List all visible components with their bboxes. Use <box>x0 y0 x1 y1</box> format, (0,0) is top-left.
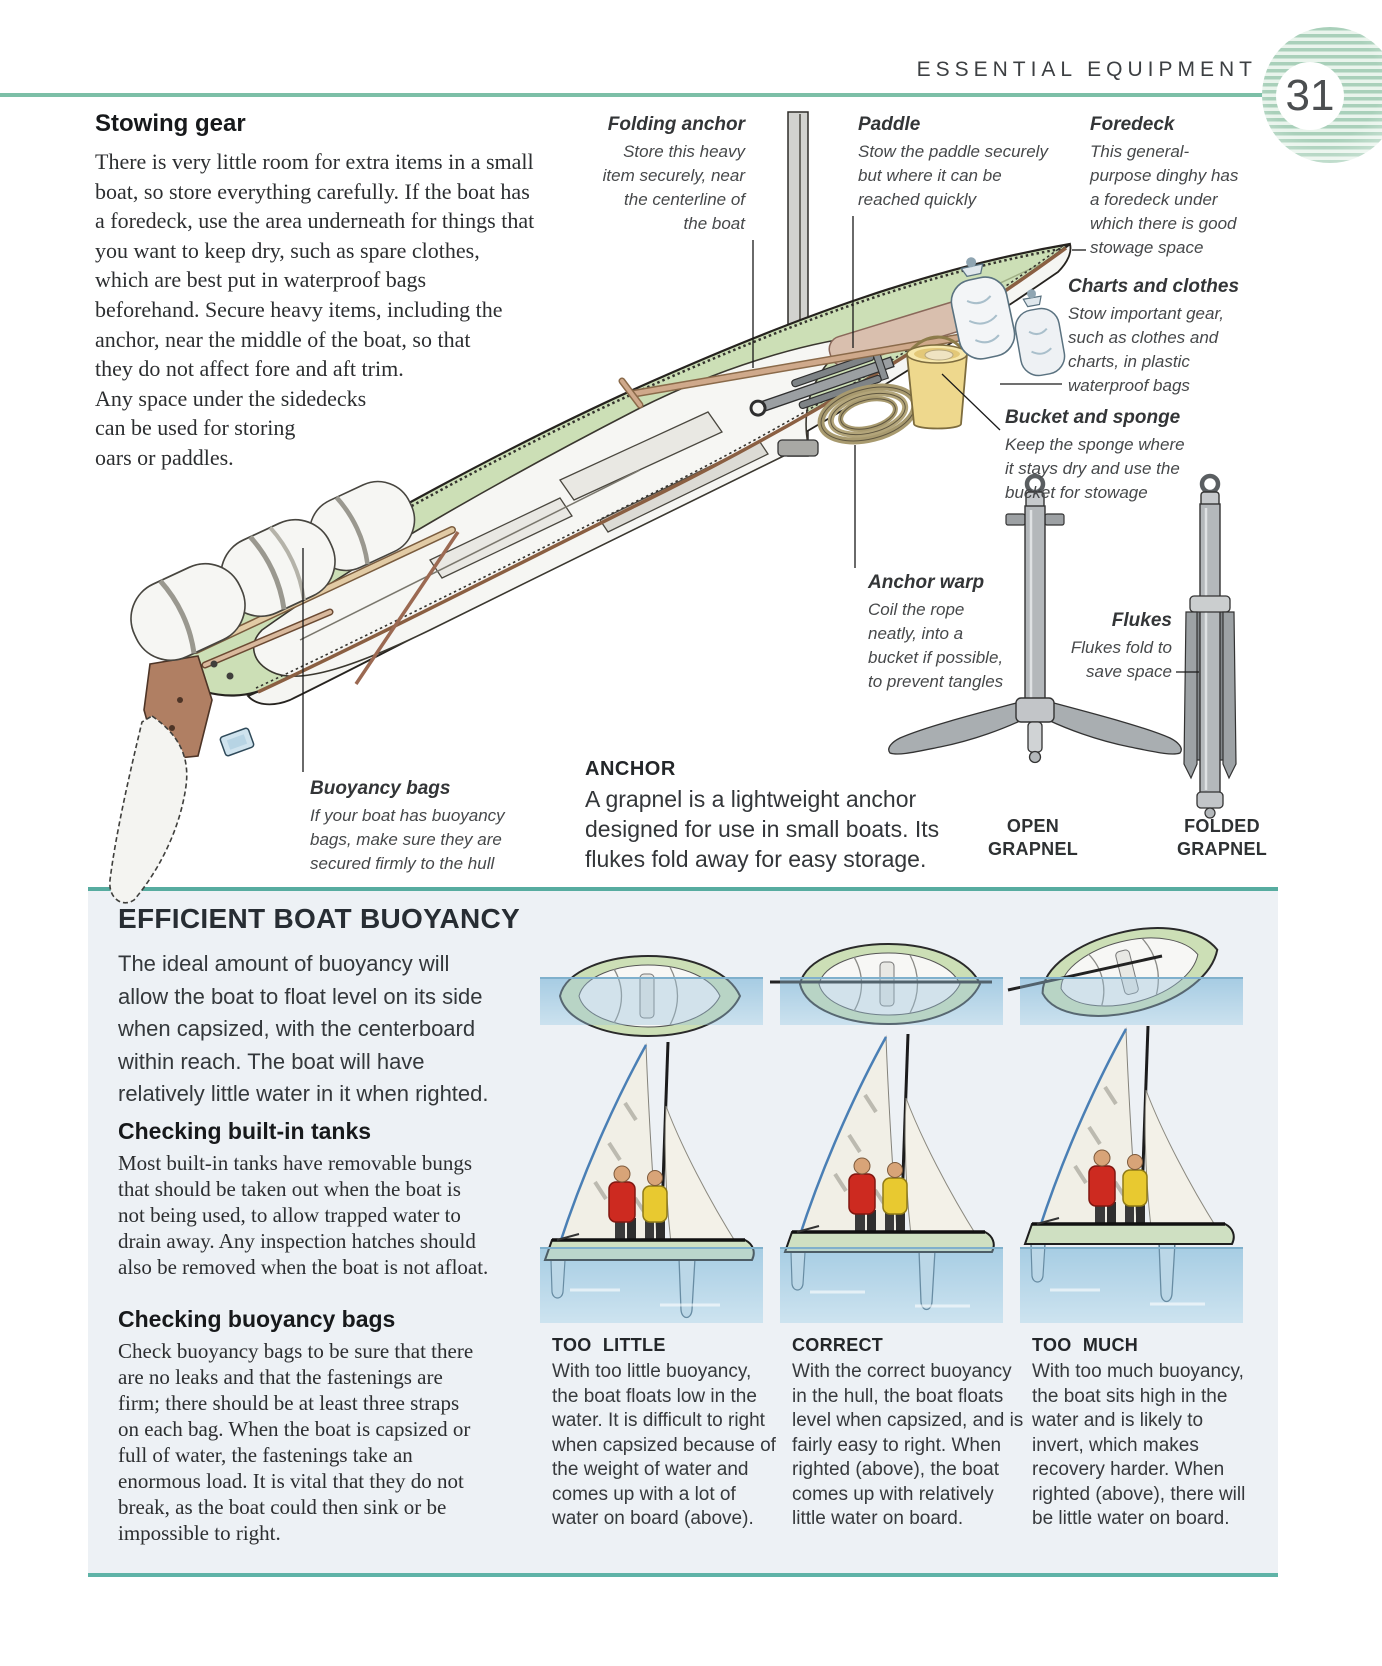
annotation-buoyancy-bags: Buoyancy bags If your boat has buoyancy … <box>310 778 520 876</box>
section-title-stowing-gear: Stowing gear <box>95 110 246 137</box>
annotation-title: Buoyancy bags <box>310 778 451 799</box>
annotation-text: Stow important gear, such as clothes and… <box>1068 304 1224 395</box>
caption-too-little-text: With too little buoyancy, the boat float… <box>552 1361 776 1529</box>
mast <box>787 111 809 457</box>
caption-correct: CORRECT <box>792 1335 884 1355</box>
annotation-flukes: Flukes Flukes fold to save space <box>1002 610 1172 684</box>
transom-fittings <box>210 660 255 757</box>
foredeck-seam <box>899 259 1051 331</box>
folded-grapnel-caption: FOLDED GRAPNEL <box>1176 816 1268 859</box>
annotation-foredeck: Foredeck This general- purpose dinghy ha… <box>1090 114 1270 260</box>
annotation-title: Charts and clothes <box>1068 276 1240 297</box>
buoyancy-bags <box>130 480 416 662</box>
rudder-bolt <box>177 697 183 703</box>
waterproof-bag-small <box>1014 289 1066 377</box>
panel-title: EFFICIENT BOAT BUOYANCY <box>118 903 521 934</box>
annotation-text: Keep the sponge where it stays dry and u… <box>1005 435 1185 502</box>
bucket-leader <box>941 373 1001 431</box>
anchor-section-paragraph: A grapnel is a lightweight anchor design… <box>585 786 940 872</box>
rudder-blade <box>109 715 188 904</box>
annotation-title: Anchor warp <box>868 572 985 593</box>
annotation-charts-and-clothes: Charts and clothes Stow important gear, … <box>1068 276 1258 398</box>
subhead-checking-built-in-tanks: Checking built-in tanks <box>118 1118 372 1144</box>
chart-roll <box>828 295 988 367</box>
page-number: 31 <box>1276 62 1344 130</box>
rudder-bolt <box>169 725 175 731</box>
bucket <box>906 335 968 430</box>
annotation-title: Foredeck <box>1090 114 1175 135</box>
mainsheet-rope <box>354 531 460 685</box>
subhead-checking-buoyancy-bags: Checking buoyancy bags <box>118 1306 396 1332</box>
paddle-stowed <box>618 329 990 409</box>
annotation-title: Paddle <box>858 114 921 135</box>
anchor-section-title: ANCHOR <box>585 758 676 780</box>
annotation-paddle: Paddle Stow the paddle securely but wher… <box>858 114 1058 212</box>
panel-intro-paragraph: The ideal amount of buoyancy will allow … <box>118 951 489 1106</box>
tiller <box>201 608 334 669</box>
annotation-title: Folding anchor <box>607 114 745 135</box>
anchor-warp-coil <box>817 383 919 445</box>
annotation-bucket-and-sponge: Bucket and sponge Keep the sponge where … <box>1005 407 1205 505</box>
header-rule <box>0 93 1278 97</box>
folding-anchor-stowed <box>749 350 895 417</box>
annotation-text: If your boat has buoyancy bags, make sur… <box>310 806 505 873</box>
folded-grapnel <box>1183 473 1237 819</box>
tanks-paragraph: Most built-in tanks have removable bungs… <box>118 1151 489 1279</box>
caption-correct-text: With the correct buoyancy in the hull, t… <box>792 1361 1024 1529</box>
mast-step <box>777 439 819 457</box>
caption-too-much-text: With too much buoyancy, the boat sits hi… <box>1032 1361 1246 1529</box>
page-header: ESSENTIAL EQUIPMENT <box>916 58 1257 81</box>
caption-too-little: TOO LITTLE <box>552 1335 666 1355</box>
bags-paragraph: Check buoyancy bags to be sure that ther… <box>118 1339 474 1545</box>
annotation-title: Flukes <box>1111 610 1172 631</box>
annotation-folding-anchor: Folding anchor Store this heavy item sec… <box>545 114 745 236</box>
annotation-text: Flukes fold to save space <box>1070 638 1172 681</box>
rudder-head <box>143 655 213 761</box>
oar <box>192 526 456 654</box>
annotation-text: This general- purpose dinghy has a fored… <box>1090 142 1239 257</box>
annotation-title: Bucket and sponge <box>1005 407 1181 428</box>
caption-too-much: TOO MUCH <box>1032 1335 1139 1355</box>
annotation-text: Stow the paddle securely but where it ca… <box>858 142 1048 209</box>
open-grapnel-caption: OPEN GRAPNEL <box>987 816 1079 859</box>
annotation-text: Store this heavy item securely, near the… <box>602 142 745 233</box>
waterproof-bag-large <box>950 257 1016 360</box>
